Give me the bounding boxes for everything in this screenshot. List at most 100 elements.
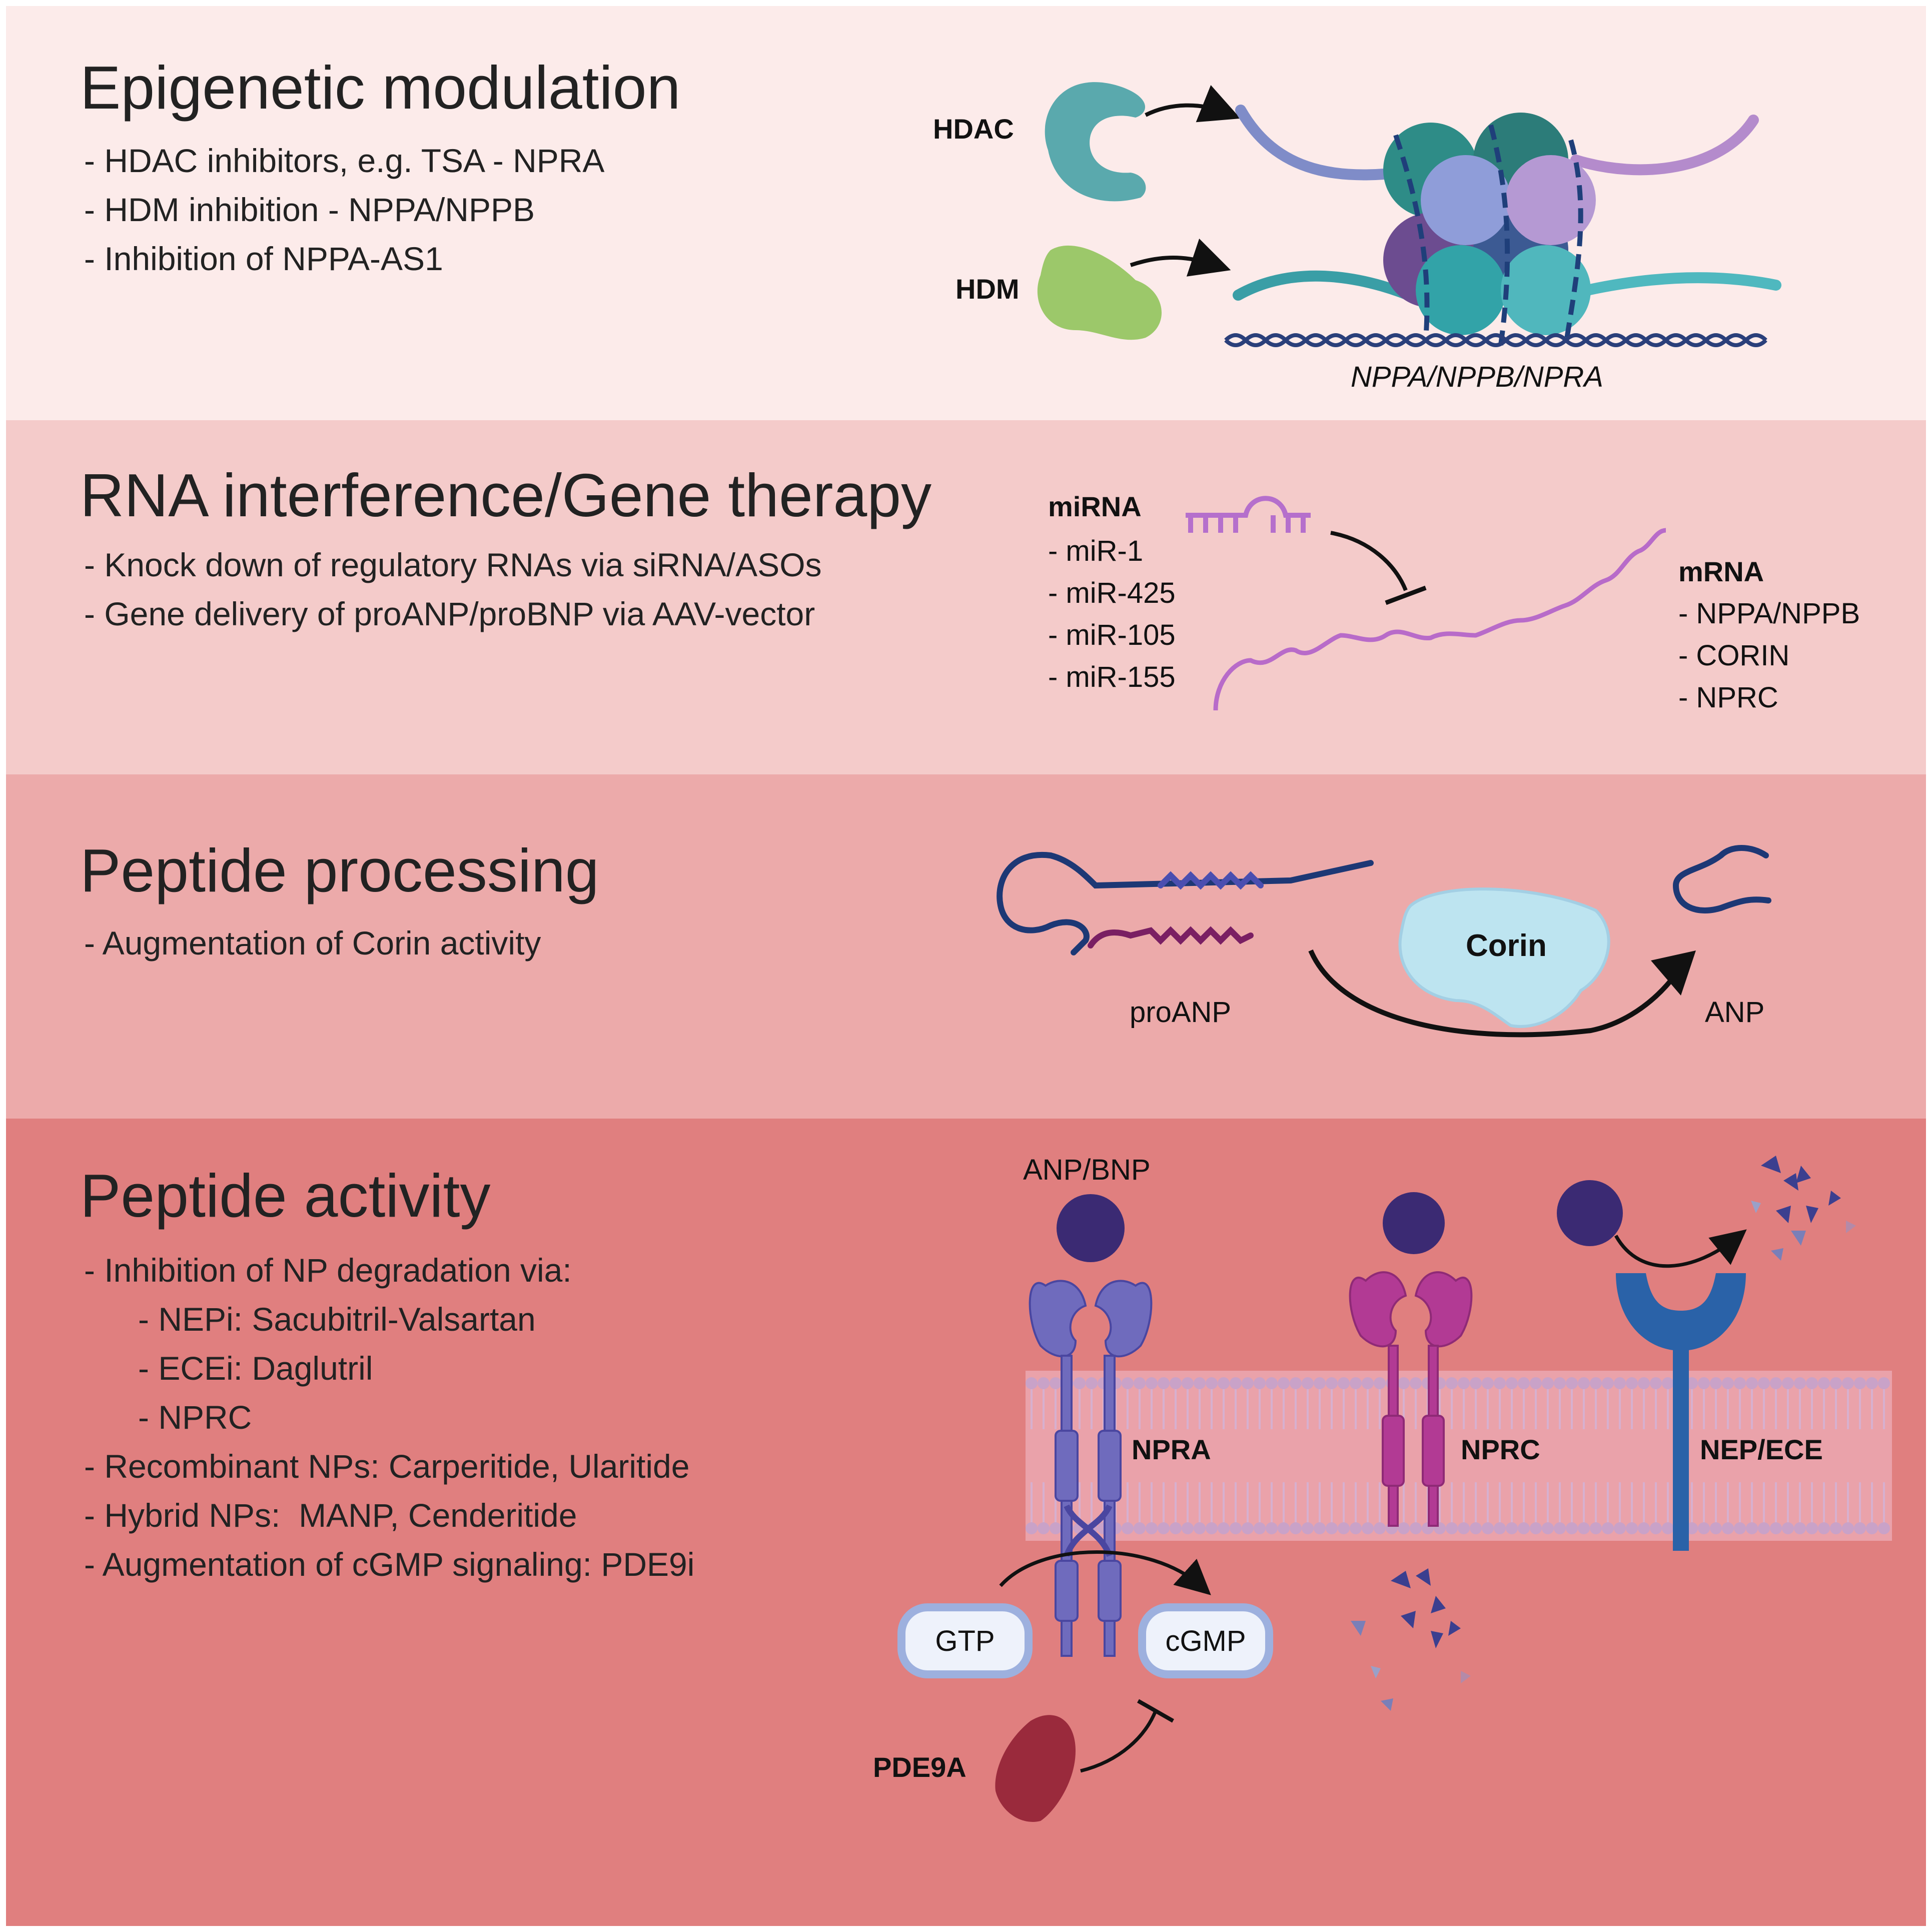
pde9a-inhibition-arrow bbox=[1080, 1710, 1158, 1773]
lipid-tail bbox=[1211, 1389, 1213, 1429]
lipid-tail bbox=[1031, 1389, 1033, 1429]
lipid-head bbox=[1122, 1522, 1134, 1534]
lipid-head bbox=[1518, 1377, 1530, 1389]
lipid-head bbox=[1278, 1522, 1290, 1534]
cgmp-badge: cGMP bbox=[1138, 1603, 1273, 1678]
anp-label: ANP bbox=[1705, 996, 1765, 1029]
lipid-head bbox=[1638, 1377, 1650, 1389]
lipid-tail bbox=[1799, 1389, 1801, 1429]
lipid-tail bbox=[1487, 1389, 1489, 1429]
lipid-head bbox=[1374, 1522, 1386, 1534]
lipid-head bbox=[1374, 1377, 1386, 1389]
lipid-tail bbox=[1823, 1482, 1825, 1522]
cytosolic-fragments-icon bbox=[1351, 1568, 1471, 1711]
lipid-tail bbox=[1283, 1482, 1285, 1522]
lipid-tail bbox=[1487, 1482, 1489, 1522]
lipid-head bbox=[1206, 1522, 1218, 1534]
lipid-tail bbox=[1775, 1389, 1777, 1429]
bullet-subitem: - NPRC bbox=[138, 1399, 252, 1436]
lipid-tail bbox=[1739, 1389, 1741, 1429]
lipid-tail bbox=[1283, 1389, 1285, 1429]
lipid-head bbox=[1290, 1522, 1302, 1534]
lipid-tail bbox=[1403, 1389, 1405, 1429]
lipid-tail bbox=[1475, 1389, 1477, 1429]
lipid-head bbox=[1326, 1377, 1338, 1389]
lipid-tail bbox=[1871, 1389, 1873, 1429]
lipid-head bbox=[1806, 1522, 1818, 1534]
lipid-head bbox=[1842, 1522, 1854, 1534]
corin-enzyme-icon bbox=[1398, 887, 1610, 1028]
lipid-tail bbox=[1631, 1389, 1633, 1429]
lipid-head bbox=[1254, 1377, 1266, 1389]
lipid-tail bbox=[1475, 1482, 1477, 1522]
lipid-tail bbox=[1835, 1482, 1837, 1522]
npra-crossover bbox=[1064, 1504, 1113, 1557]
lipid-head bbox=[1158, 1377, 1170, 1389]
lipid-head bbox=[1782, 1522, 1794, 1534]
epigenetic-bullets: - HDAC inhibitors, e.g. TSA - NPRA - HDM… bbox=[84, 136, 604, 283]
lipid-tail bbox=[1235, 1482, 1237, 1522]
gtp-cgmp-arrow bbox=[999, 1550, 1211, 1595]
lipid-head bbox=[1398, 1522, 1410, 1534]
bullet-item: - Inhibition of NPPA-AS1 bbox=[84, 240, 443, 277]
lipid-head bbox=[1866, 1377, 1878, 1389]
lipid-head bbox=[1218, 1377, 1230, 1389]
lipid-head bbox=[1242, 1377, 1254, 1389]
lipid-tail bbox=[1319, 1482, 1321, 1522]
pde9a-inhibition-bar bbox=[1137, 1699, 1174, 1723]
inhibition-bar bbox=[1385, 585, 1427, 605]
lipid-head bbox=[1470, 1377, 1482, 1389]
anp-bnp-ligand-icon bbox=[1057, 1194, 1125, 1262]
lipid-head bbox=[1038, 1377, 1050, 1389]
lipid-head bbox=[1470, 1522, 1482, 1534]
lipid-tail bbox=[1811, 1389, 1813, 1429]
lipid-head bbox=[1710, 1377, 1722, 1389]
lipid-tail bbox=[1043, 1389, 1045, 1429]
lipid-tail bbox=[1571, 1482, 1573, 1522]
lipid-tail bbox=[1307, 1389, 1309, 1429]
lipid-head bbox=[1866, 1522, 1878, 1534]
mirna-item: - miR-105 bbox=[1048, 619, 1176, 651]
lipid-tail bbox=[1535, 1389, 1537, 1429]
lipid-tail bbox=[1667, 1482, 1669, 1522]
lipid-head bbox=[1782, 1377, 1794, 1389]
lipid-tail bbox=[1331, 1482, 1333, 1522]
lipid-head bbox=[1746, 1522, 1758, 1534]
lipid-tail bbox=[1199, 1389, 1201, 1429]
lipid-head bbox=[1314, 1522, 1326, 1534]
lipid-tail bbox=[1835, 1389, 1837, 1429]
lipid-head bbox=[1278, 1377, 1290, 1389]
lipid-head bbox=[1758, 1377, 1770, 1389]
lipid-tail bbox=[1499, 1482, 1501, 1522]
lipid-tail bbox=[1583, 1389, 1585, 1429]
lipid-head bbox=[1134, 1377, 1146, 1389]
nep-degradation-arrow bbox=[1614, 1229, 1747, 1268]
hdac-label: HDAC bbox=[933, 113, 1014, 145]
lipid-head bbox=[1542, 1522, 1554, 1534]
lipid-tail bbox=[1535, 1482, 1537, 1522]
lipid-head bbox=[1638, 1522, 1650, 1534]
lipid-head bbox=[1506, 1377, 1518, 1389]
lipid-head bbox=[1254, 1522, 1266, 1534]
lipid-head bbox=[1290, 1377, 1302, 1389]
lipid-tail bbox=[1415, 1482, 1417, 1522]
lipid-head bbox=[1878, 1522, 1890, 1534]
lipid-head bbox=[1398, 1377, 1410, 1389]
anp-bnp-label: ANP/BNP bbox=[1023, 1154, 1151, 1186]
lipid-head bbox=[1746, 1377, 1758, 1389]
lipid-head bbox=[1758, 1522, 1770, 1534]
lipid-head bbox=[1230, 1377, 1242, 1389]
lipid-tail bbox=[1883, 1389, 1885, 1429]
lipid-head bbox=[1566, 1377, 1578, 1389]
lipid-tail bbox=[1703, 1482, 1705, 1522]
lipid-head bbox=[1854, 1522, 1866, 1534]
lipid-head bbox=[1206, 1377, 1218, 1389]
mrna-label: mRNA bbox=[1678, 556, 1764, 587]
mirna-label: miRNA bbox=[1048, 491, 1142, 522]
lipid-tail bbox=[1463, 1482, 1465, 1522]
lipid-head bbox=[1338, 1522, 1350, 1534]
lipid-tail bbox=[1643, 1482, 1645, 1522]
lipid-head bbox=[1566, 1522, 1578, 1534]
lipid-tail bbox=[1055, 1482, 1057, 1522]
lipid-head bbox=[1734, 1522, 1746, 1534]
